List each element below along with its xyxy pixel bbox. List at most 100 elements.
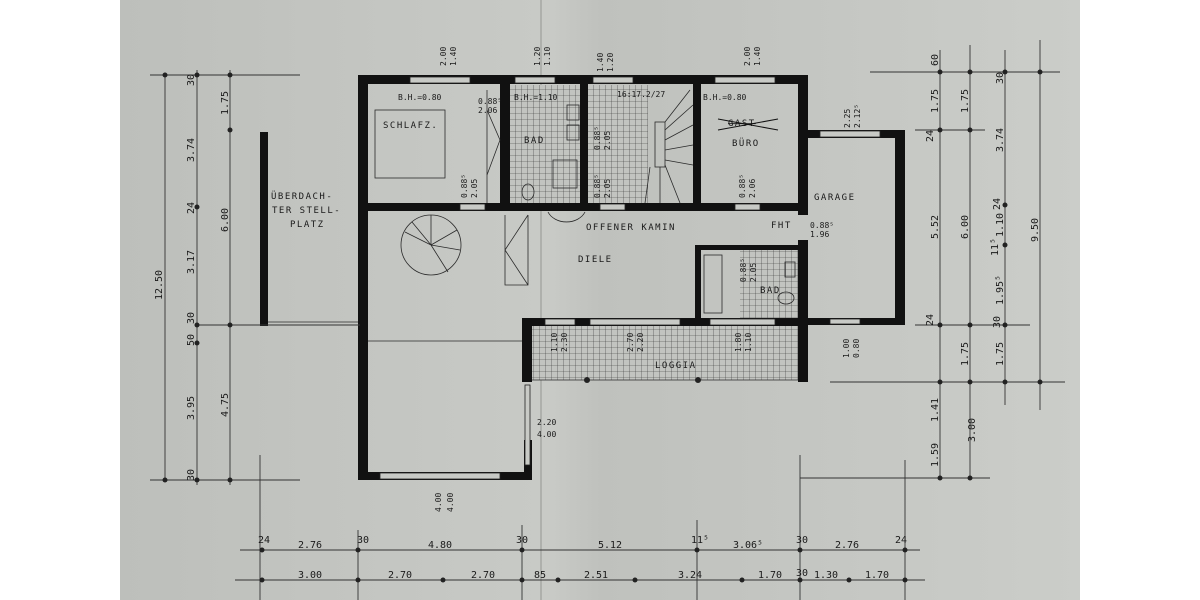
dim-label: 11⁵ [691, 535, 709, 546]
dim-label: 1.70 [865, 570, 889, 581]
dim-label: 9.50 [1030, 218, 1041, 242]
sill-height-note: B.H.=1.10 [514, 93, 558, 102]
opening-dim: 2.70 [626, 333, 635, 352]
dimension-lines [150, 40, 1065, 600]
dim-label: 3.24 [678, 570, 702, 581]
opening-dim: 2.20 [537, 418, 556, 427]
dim-label: 30 [186, 469, 197, 481]
dim-label: 1.10 [995, 213, 1006, 237]
opening-dim: 2.06 [478, 106, 497, 115]
dim-label: 30 [796, 568, 808, 579]
dim-label: 5.52 [930, 215, 941, 239]
opening-dim: 1.20 [606, 53, 615, 72]
dimension-dots [162, 69, 1043, 583]
dim-label: 1.75 [220, 91, 231, 115]
dim-label: 30 [357, 535, 369, 546]
opening-dim: 0.88⁵ [738, 174, 747, 198]
opening-dim: 2.00 [743, 47, 752, 66]
dim-label: 1.75 [960, 89, 971, 113]
room-label-carport: TER STELL- [272, 206, 341, 216]
room-label-diele: DIELE [578, 255, 613, 265]
room-label-buero: BÜRO [732, 138, 760, 149]
opening-dim: 2.05 [603, 179, 612, 198]
opening-dim: 2.25 [843, 109, 852, 128]
opening-dim: 1.10 [550, 333, 559, 352]
fixtures [268, 89, 798, 381]
dim-label: 24 [186, 202, 197, 214]
dim-label: 1.75 [930, 89, 941, 113]
opening-dim: 2.12⁵ [853, 104, 862, 128]
dim-label: 12.50 [154, 270, 165, 300]
dim-label: 2.76 [835, 540, 859, 551]
dim-label: 24 [895, 535, 907, 546]
room-label-schlafz: SCHLAFZ. [383, 121, 438, 131]
room-label-kamin: OFFENER KAMIN [586, 223, 676, 233]
opening-dim: 1.00 [842, 339, 851, 358]
dim-label: 2.70 [388, 570, 412, 581]
opening-dims: 2.00 1.40 1.20 1.10 1.40 1.20 2.00 1.40 … [434, 47, 862, 512]
room-label-carport: PLATZ [290, 220, 325, 230]
opening-dim: 0.80 [852, 339, 861, 358]
opening-dim: 2.06 [748, 179, 757, 198]
opening-dim: 0.88⁵ [810, 221, 834, 230]
opening-dim: 1.96 [810, 230, 829, 239]
dim-label: 3.74 [995, 128, 1006, 152]
dim-label: 3.95 [186, 396, 197, 420]
dim-label: 2.70 [471, 570, 495, 581]
opening-dim: 4.00 [434, 493, 443, 512]
opening-dim: 0.88⁵ [593, 174, 602, 198]
dim-label: 1.75 [960, 342, 971, 366]
opening-dim: 0.88⁵ [739, 258, 748, 282]
opening-dim: 1.40 [753, 47, 762, 66]
dim-label: 1.41 [930, 398, 941, 422]
sill-height-note: B.H.=0.80 [398, 93, 442, 102]
dim-label: 4.75 [220, 393, 231, 417]
dim-label: 30 [186, 74, 197, 86]
bad-upper-tiles [510, 85, 580, 203]
opening-dim: 2.00 [439, 47, 448, 66]
bottom-dimensions: 24 2.76 30 4.80 30 5.12 11⁵ 3.06⁵ 30 2.7… [258, 535, 907, 581]
dim-label: 1.95⁵ [995, 275, 1006, 305]
dim-label: 1.59 [930, 443, 941, 467]
dim-label: 11⁵ [990, 238, 1001, 256]
opening-dim: 2.05 [470, 179, 479, 198]
dim-label: 24 [992, 198, 1003, 210]
loggia-post [695, 377, 701, 383]
dim-label: 30 [516, 535, 528, 546]
dim-label: 1.30 [814, 570, 838, 581]
windows [379, 76, 881, 480]
room-label-gast-struck: GAST [728, 119, 756, 129]
dim-label: 30 [186, 312, 197, 324]
dim-label: 30 [992, 316, 1003, 328]
room-label-fht: FHT [771, 221, 792, 231]
room-label-loggia: LOGGIA [655, 361, 697, 371]
opening-dim: 4.00 [446, 493, 455, 512]
room-label-garage: GARAGE [814, 193, 856, 203]
dim-label: 24 [925, 130, 936, 142]
dim-label: 3.00 [298, 570, 322, 581]
opening-dim: 2.05 [603, 131, 612, 150]
dim-label: 24 [925, 314, 936, 326]
opening-dim: 1.10 [543, 47, 552, 66]
sill-height-note: B.H.=0.80 [703, 93, 747, 102]
opening-dim: 1.20 [533, 47, 542, 66]
opening-dim: 4.00 [537, 430, 556, 439]
dim-label: 1.75 [995, 342, 1006, 366]
dim-label: 3.74 [186, 138, 197, 162]
dim-label: 3.17 [186, 250, 197, 274]
dim-label: 4.80 [428, 540, 452, 551]
opening-dim: 0.88⁵ [593, 126, 602, 150]
opening-dim: 1.10 [744, 333, 753, 352]
opening-dim: 2.30 [560, 333, 569, 352]
opening-dim: 0.88⁵ [460, 174, 469, 198]
room-label-bad-lower: BAD [760, 286, 781, 296]
dim-label: 30 [796, 535, 808, 546]
room-label-bad-upper: BAD [524, 136, 545, 146]
room-label-carport: ÜBERDACH- [271, 191, 333, 202]
dim-label: 3.00 [967, 418, 978, 442]
right-dimensions: 60 1.75 24 5.52 24 1.41 1.59 1.75 6.00 1… [925, 54, 1041, 467]
dim-label: 6.00 [220, 208, 231, 232]
bad-lower-tiles [740, 250, 798, 318]
stair-hall-tiles [588, 85, 648, 203]
dim-label: 50 [186, 334, 197, 346]
